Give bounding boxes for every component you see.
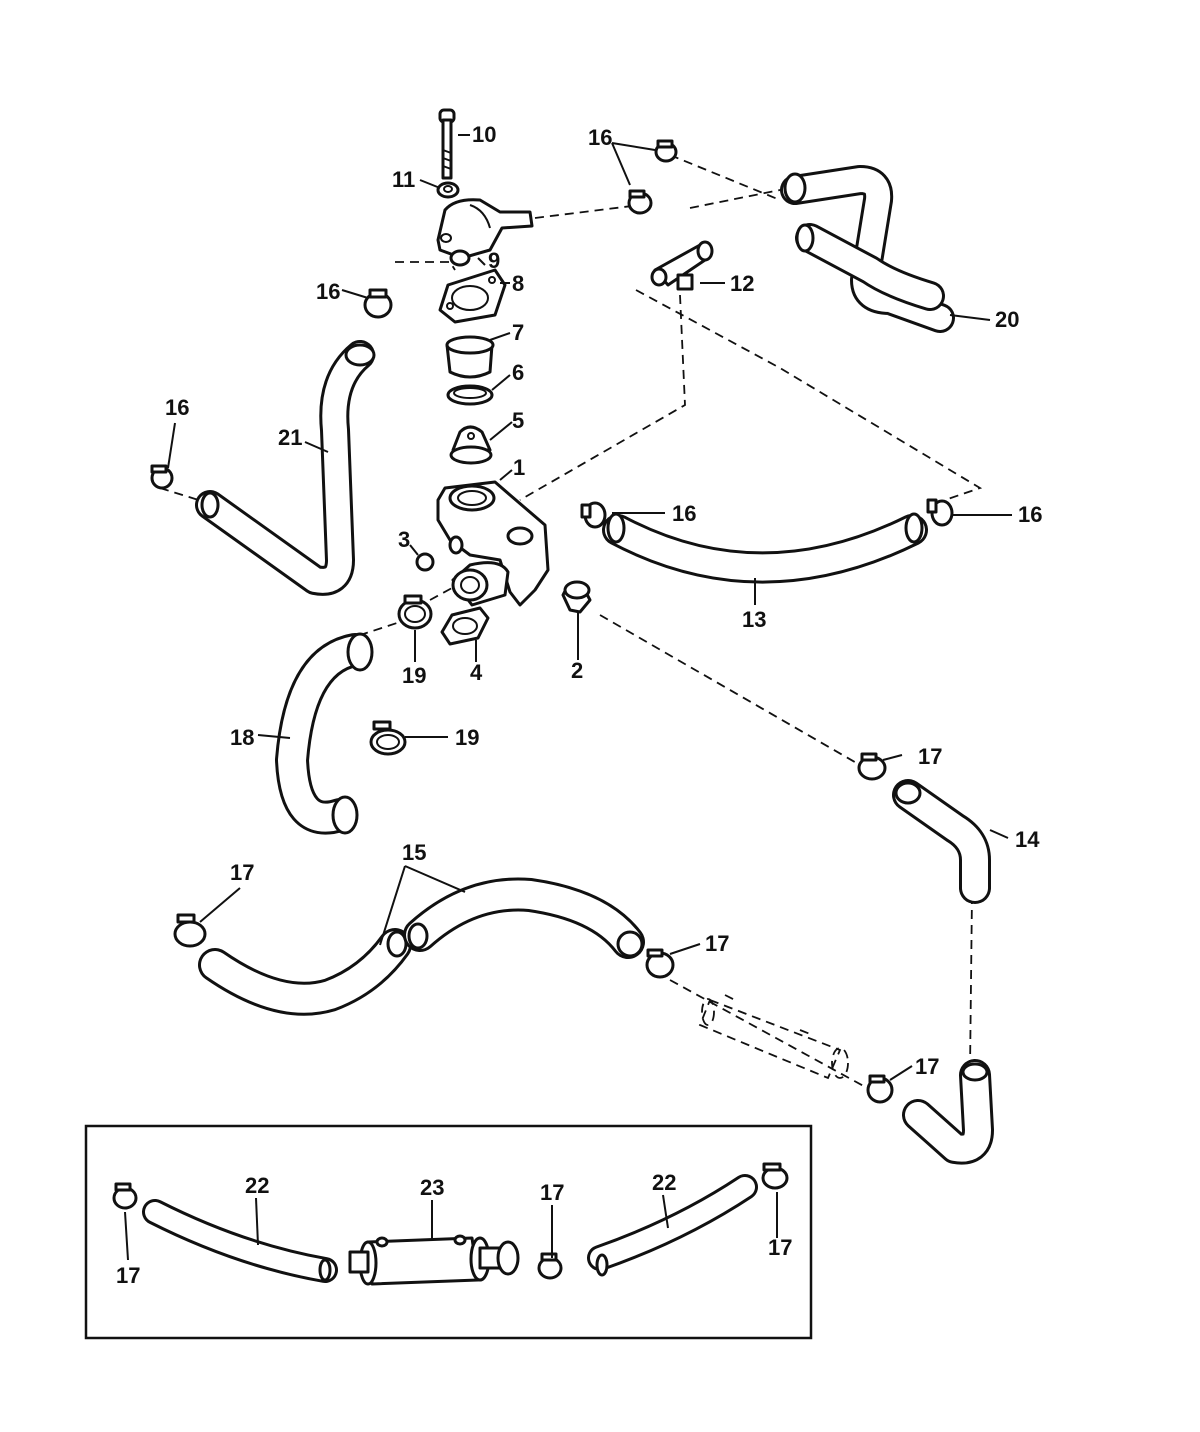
- thermostat-5: [449, 425, 493, 465]
- callout-14: 14: [1015, 827, 1040, 852]
- callout-17-lower: 17: [915, 1054, 939, 1079]
- plug-3: [415, 552, 435, 572]
- callout-1: 1: [513, 455, 525, 480]
- clamp-17-inset-mid: [537, 1252, 563, 1280]
- leader-lines: [124, 134, 1012, 1261]
- gasket-8: [438, 268, 507, 324]
- callout-6: 6: [512, 360, 524, 385]
- callout-16-top: 16: [588, 125, 612, 150]
- hose-18: [275, 632, 374, 835]
- fitting-2: [561, 580, 592, 614]
- housing-cover-9: [436, 198, 534, 267]
- hose-14: [892, 779, 991, 904]
- hose-22-left: [142, 1199, 338, 1283]
- clamp-17-lower: [866, 1074, 894, 1104]
- clamp-17-left: [173, 913, 207, 948]
- callout-9: 9: [488, 248, 500, 273]
- callout-17-hose14: 17: [918, 744, 942, 769]
- clamp-17-inset-left: [112, 1182, 138, 1210]
- callout-labels: 10 11 16 9 8 12 16 20 7 6 16 5 21 1 16 1…: [116, 122, 1042, 1288]
- callout-15: 15: [402, 840, 426, 865]
- seal-7: [445, 335, 495, 379]
- hose-13: [602, 512, 928, 584]
- hose-15-right: [403, 877, 645, 959]
- clamp-16-left: [363, 288, 393, 319]
- callout-16-far-left: 16: [165, 395, 189, 420]
- tee-fitting-12: [650, 240, 714, 291]
- callout-17-left: 17: [230, 860, 254, 885]
- hose-21: [195, 340, 376, 596]
- callout-19-top: 19: [402, 663, 426, 688]
- callout-22-left: 22: [245, 1173, 269, 1198]
- callout-4: 4: [470, 660, 483, 685]
- callout-23: 23: [420, 1175, 444, 1200]
- callout-16-left: 16: [316, 279, 340, 304]
- callout-16-right: 16: [1018, 502, 1042, 527]
- callout-19-bottom: 19: [455, 725, 479, 750]
- hose-22-right: [587, 1174, 758, 1277]
- clamp-19-bottom: [369, 720, 407, 756]
- callout-12: 12: [730, 271, 754, 296]
- callout-20: 20: [995, 307, 1019, 332]
- callout-16-mid: 16: [672, 501, 696, 526]
- callout-17-inset-left: 17: [116, 1263, 140, 1288]
- callout-22-right: 22: [652, 1170, 676, 1195]
- cooler-dashed: [698, 994, 849, 1080]
- cooler-23: [348, 1234, 520, 1286]
- clamp-17-hose14: [857, 752, 887, 781]
- callout-7: 7: [512, 320, 524, 345]
- clamp-16-top-b: [627, 189, 653, 215]
- callout-17-inset-mid: 17: [540, 1180, 564, 1205]
- callout-2: 2: [571, 658, 583, 683]
- clamp-16-far-left: [150, 464, 174, 490]
- callout-21: 21: [278, 425, 302, 450]
- callout-10: 10: [472, 122, 496, 147]
- clamps: [150, 139, 954, 1104]
- callout-3: 3: [398, 527, 410, 552]
- thermostat-housing-1: [436, 480, 550, 607]
- clamp-17-inset-right: [761, 1162, 789, 1190]
- hose-20: [780, 165, 955, 333]
- clamp-16-top-a: [654, 139, 678, 163]
- hose-15-left: [198, 928, 412, 1016]
- clamp-16-hose13-right: [926, 498, 954, 527]
- ring-6: [446, 384, 494, 406]
- callout-11: 11: [392, 167, 415, 192]
- inset-alternate-setup: [84, 1124, 813, 1340]
- clamp-19-top: [397, 594, 433, 630]
- clamp-16-hose13-left: [580, 501, 607, 529]
- bolt-10: [438, 108, 456, 180]
- washer-11: [436, 181, 460, 199]
- callout-17-mid: 17: [705, 931, 729, 956]
- callout-17-inset-right: 17: [768, 1235, 792, 1260]
- callout-13: 13: [742, 607, 766, 632]
- callout-5: 5: [512, 408, 524, 433]
- callout-8: 8: [512, 271, 524, 296]
- connection-lines: [159, 154, 983, 1096]
- clamp-17-mid: [645, 948, 675, 979]
- hose-lower-elbow: [902, 1059, 994, 1165]
- gasket-4: [440, 606, 490, 646]
- callout-18: 18: [230, 725, 254, 750]
